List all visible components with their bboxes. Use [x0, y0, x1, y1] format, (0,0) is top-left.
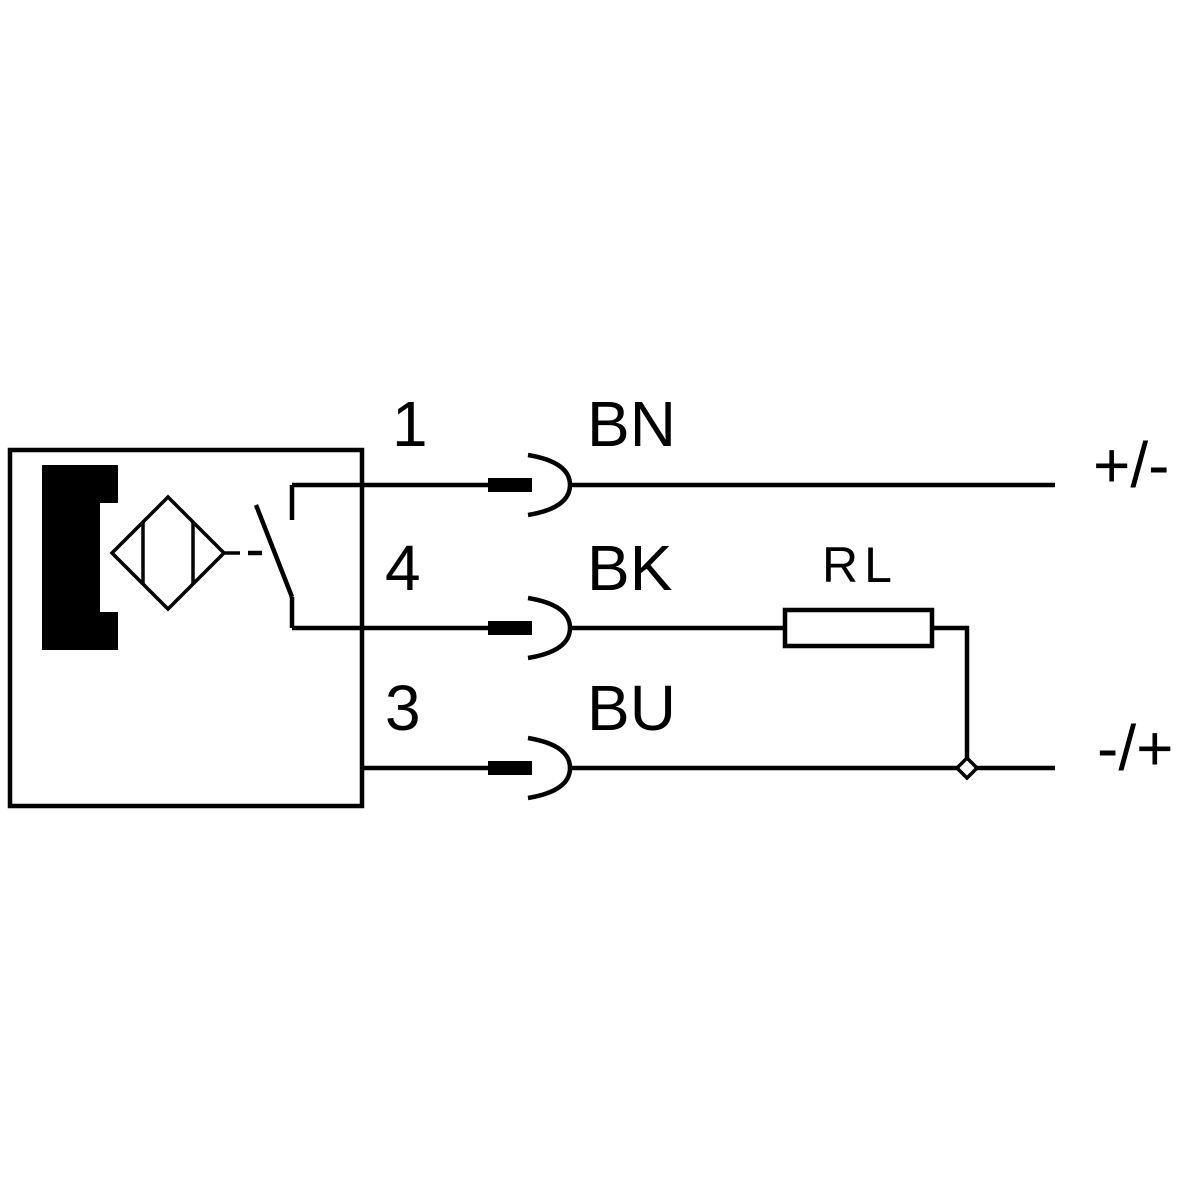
connector-pin-1 [488, 452, 573, 518]
pin-number-4: 4 [385, 532, 421, 604]
terminal-label-top: +/- [1093, 429, 1169, 501]
load-label: RL [822, 537, 898, 593]
terminal-label-bottom: -/+ [1097, 712, 1173, 784]
connector-pin-3 [488, 735, 573, 801]
pin-number-1: 1 [392, 388, 428, 460]
wire-color-bn: BN [587, 388, 676, 460]
inductive-sensor-icon [109, 494, 240, 612]
wire-color-bu: BU [587, 672, 676, 744]
wire-color-bk: BK [587, 532, 672, 604]
load-resistor [782, 607, 935, 649]
switch-icon [248, 482, 490, 631]
junction-node [954, 755, 980, 781]
sensing-face-icon [42, 465, 118, 650]
connector-pin-4 [488, 595, 573, 661]
pin-number-3: 3 [385, 672, 421, 744]
wire-load-return [932, 625, 970, 758]
